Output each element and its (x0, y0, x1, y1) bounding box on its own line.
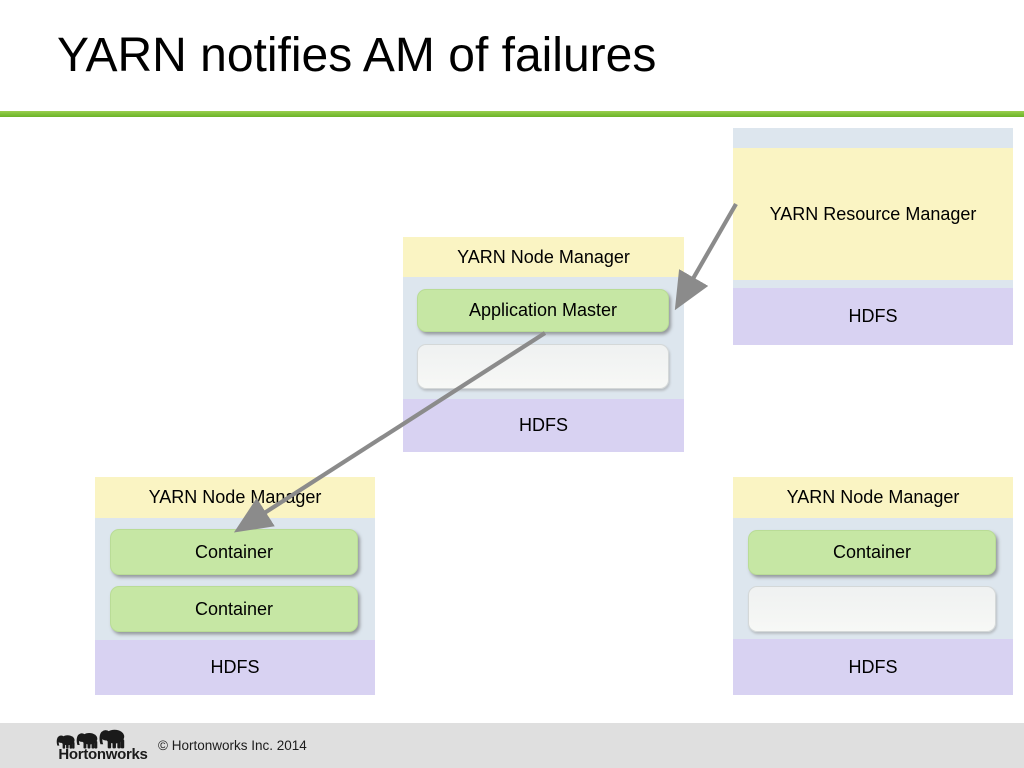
node-manager-hdfs-label: HDFS (403, 399, 684, 452)
hortonworks-wordmark: Hortonworks (58, 746, 148, 763)
node-manager-box-top: YARN Node Manager Application Master HDF… (403, 237, 684, 452)
copyright-text: © Hortonworks Inc. 2014 (158, 738, 307, 753)
node-manager-title: YARN Node Manager (733, 477, 1013, 518)
node-manager-hdfs-label: HDFS (95, 640, 375, 695)
container-slot: Container (748, 530, 996, 575)
empty-container-slot (417, 344, 669, 389)
arrow-rm-to-application-master (674, 202, 738, 311)
node-manager-hdfs-label: HDFS (733, 639, 1013, 695)
container-slot: Container (110, 586, 358, 632)
node-manager-title: YARN Node Manager (95, 477, 375, 518)
application-master-slot: Application Master (417, 289, 669, 332)
title-divider (0, 111, 1024, 117)
hortonworks-logo: Hortonworks (53, 727, 153, 762)
node-manager-title: YARN Node Manager (403, 237, 684, 277)
footer-bar: Hortonworks © Hortonworks Inc. 2014 (0, 723, 1024, 768)
resource-manager-box: YARN Resource Manager HDFS (733, 128, 1013, 345)
container-slot: Container (110, 529, 358, 575)
node-manager-box-left: YARN Node Manager Container Container HD… (95, 477, 375, 695)
resource-manager-title: YARN Resource Manager (733, 148, 1013, 280)
resource-manager-hdfs-label: HDFS (733, 288, 1013, 345)
node-manager-box-right: YARN Node Manager Container HDFS (733, 477, 1013, 695)
empty-container-slot (748, 586, 996, 632)
page-title: YARN notifies AM of failures (57, 29, 657, 82)
